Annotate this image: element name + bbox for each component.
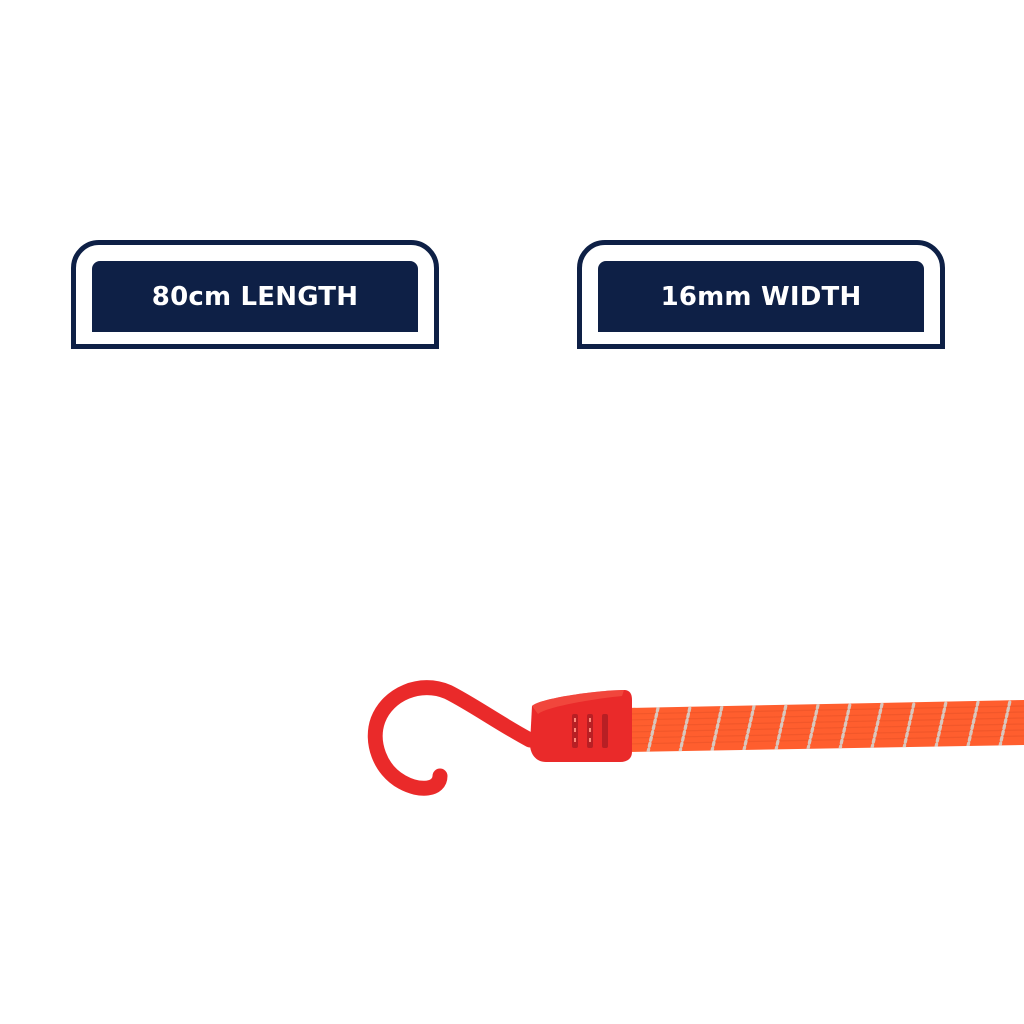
hook-clamp-shade <box>532 690 624 714</box>
length-label: 80cm LENGTH <box>151 281 359 312</box>
width-label: 16mm WIDTH <box>660 281 862 312</box>
length-badge-panel: 80cm LENGTH <box>92 261 418 332</box>
width-badge-panel: 16mm WIDTH <box>598 261 924 332</box>
strap-body <box>626 700 1024 752</box>
length-badge: 80cm LENGTH <box>71 240 439 349</box>
strap-reflective-stripes <box>646 700 1012 752</box>
strap-weave-lines <box>628 705 1024 745</box>
hook-clamp-rib-highlights <box>574 718 591 742</box>
width-badge: 16mm WIDTH <box>577 240 945 349</box>
hook-wire <box>367 680 538 796</box>
